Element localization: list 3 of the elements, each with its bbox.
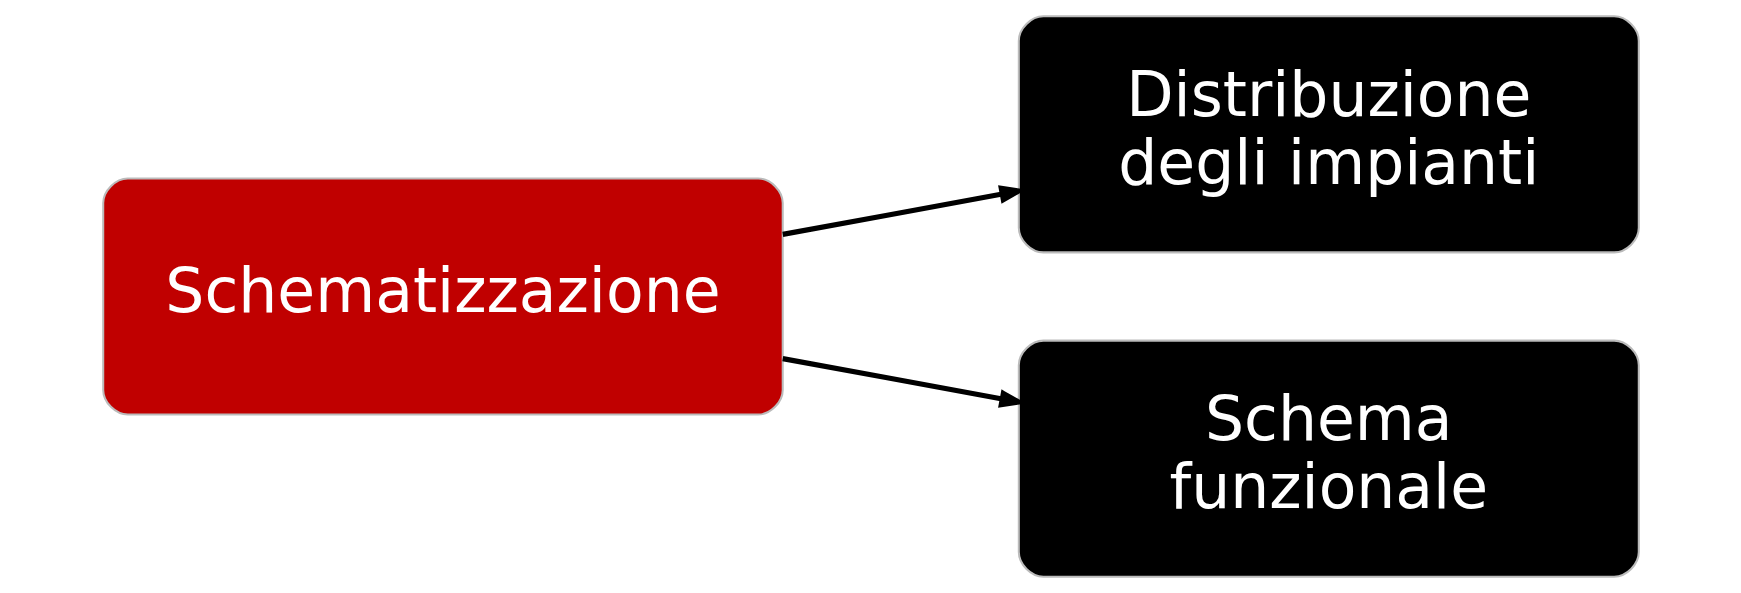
- node-box: Schema funzionale: [1017, 339, 1640, 578]
- node-box: Distribuzione degli impianti: [1017, 15, 1640, 254]
- node-box: Schematizzazione: [101, 177, 784, 416]
